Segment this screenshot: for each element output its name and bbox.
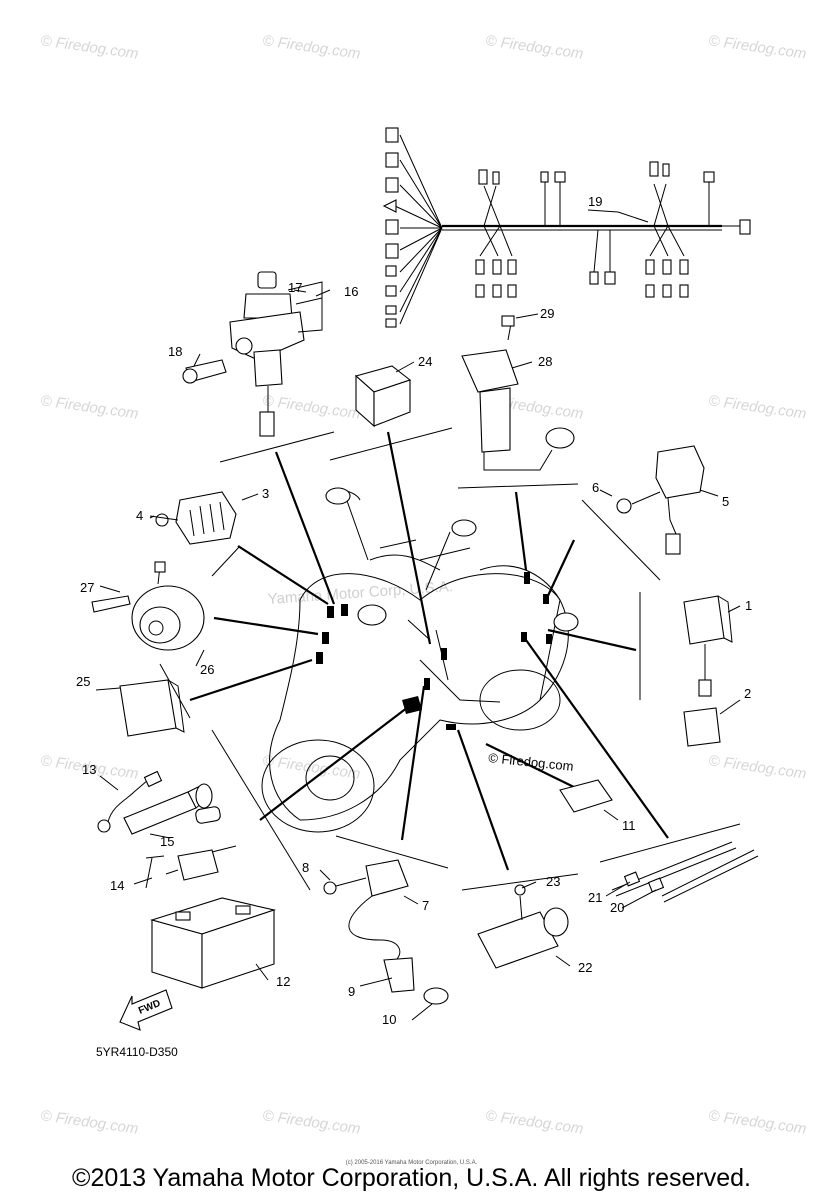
callout-2: 2: [744, 686, 751, 701]
watermark: © Firedog.com: [39, 1107, 139, 1138]
callout-7: 7: [422, 898, 429, 913]
ecu-plate: [559, 779, 613, 813]
turn-relay: [683, 595, 733, 747]
callout-3: 3: [262, 486, 269, 501]
scooter-outline: [261, 487, 579, 833]
cable-bands: [611, 841, 759, 903]
flasher-relay: [119, 679, 185, 737]
main-switch: [182, 271, 323, 437]
part-code: 5YR4110-D350: [96, 1045, 178, 1059]
watermark: © Firedog.com: [261, 752, 361, 783]
callout-22: 22: [578, 960, 592, 975]
fwd-arrow: FWD: [119, 989, 173, 1031]
callout-23: 23: [546, 874, 560, 889]
watermark: © Firedog.com: [261, 392, 361, 423]
watermark: © Firedog.com: [39, 392, 139, 423]
callout-labels: 1 2 3 4 5 6 7 8 9 10 11 12 13 14 15 16 1…: [76, 194, 752, 1027]
wire-harness: [382, 127, 751, 328]
callout-12: 12: [276, 974, 290, 989]
callout-4: 4: [136, 508, 143, 523]
callout-21: 21: [588, 890, 602, 905]
horn: [91, 561, 205, 651]
fuel-sender: [461, 315, 575, 471]
tiny-notice: (c) 2005-2016 Yamaha Motor Corporation, …: [345, 1160, 478, 1166]
starter-relay: [616, 445, 705, 555]
watermark: © Firedog.com: [707, 392, 807, 423]
callout-9: 9: [348, 984, 355, 999]
callout-6: 6: [592, 480, 599, 495]
callout-26: 26: [200, 662, 214, 677]
battery: [150, 897, 277, 989]
callout-19: 19: [588, 194, 602, 209]
inline-watermark: © Firedog.com: [488, 750, 575, 774]
callout-1: 1: [745, 598, 752, 613]
callout-27: 27: [80, 580, 94, 595]
callout-28: 28: [538, 354, 552, 369]
sensor-parts: [97, 770, 237, 889]
relay-24: [354, 365, 412, 428]
callout-15: 15: [160, 834, 174, 849]
callout-14: 14: [110, 878, 124, 893]
callout-8: 8: [302, 860, 309, 875]
watermark: © Firedog.com: [261, 1107, 361, 1138]
watermark: © Firedog.com: [707, 752, 807, 783]
callout-16: 16: [344, 284, 358, 299]
callout-29: 29: [540, 306, 554, 321]
watermark: © Firedog.com: [261, 32, 361, 63]
callout-17: 17: [288, 280, 302, 295]
callout-25: 25: [76, 674, 90, 689]
copyright-footer: ©2013 Yamaha Motor Corporation, U.S.A. A…: [72, 1164, 751, 1192]
watermark: © Firedog.com: [484, 32, 584, 63]
sensor-22: [477, 884, 569, 969]
callout-13: 13: [82, 762, 96, 777]
callout-10: 10: [382, 1012, 396, 1027]
watermark: © Firedog.com: [39, 32, 139, 63]
callout-5: 5: [722, 494, 729, 509]
rectifier-regulator: [149, 491, 237, 545]
callout-24: 24: [418, 354, 432, 369]
callout-20: 20: [610, 900, 624, 915]
watermark: © Firedog.com: [707, 1107, 807, 1138]
callout-18: 18: [168, 344, 182, 359]
leader-lines: [159, 427, 741, 891]
watermark: © Firedog.com: [707, 32, 807, 63]
watermark: © Firedog.com: [484, 1107, 584, 1138]
callout-11: 11: [622, 818, 636, 833]
pickup-coil: [323, 859, 449, 1005]
